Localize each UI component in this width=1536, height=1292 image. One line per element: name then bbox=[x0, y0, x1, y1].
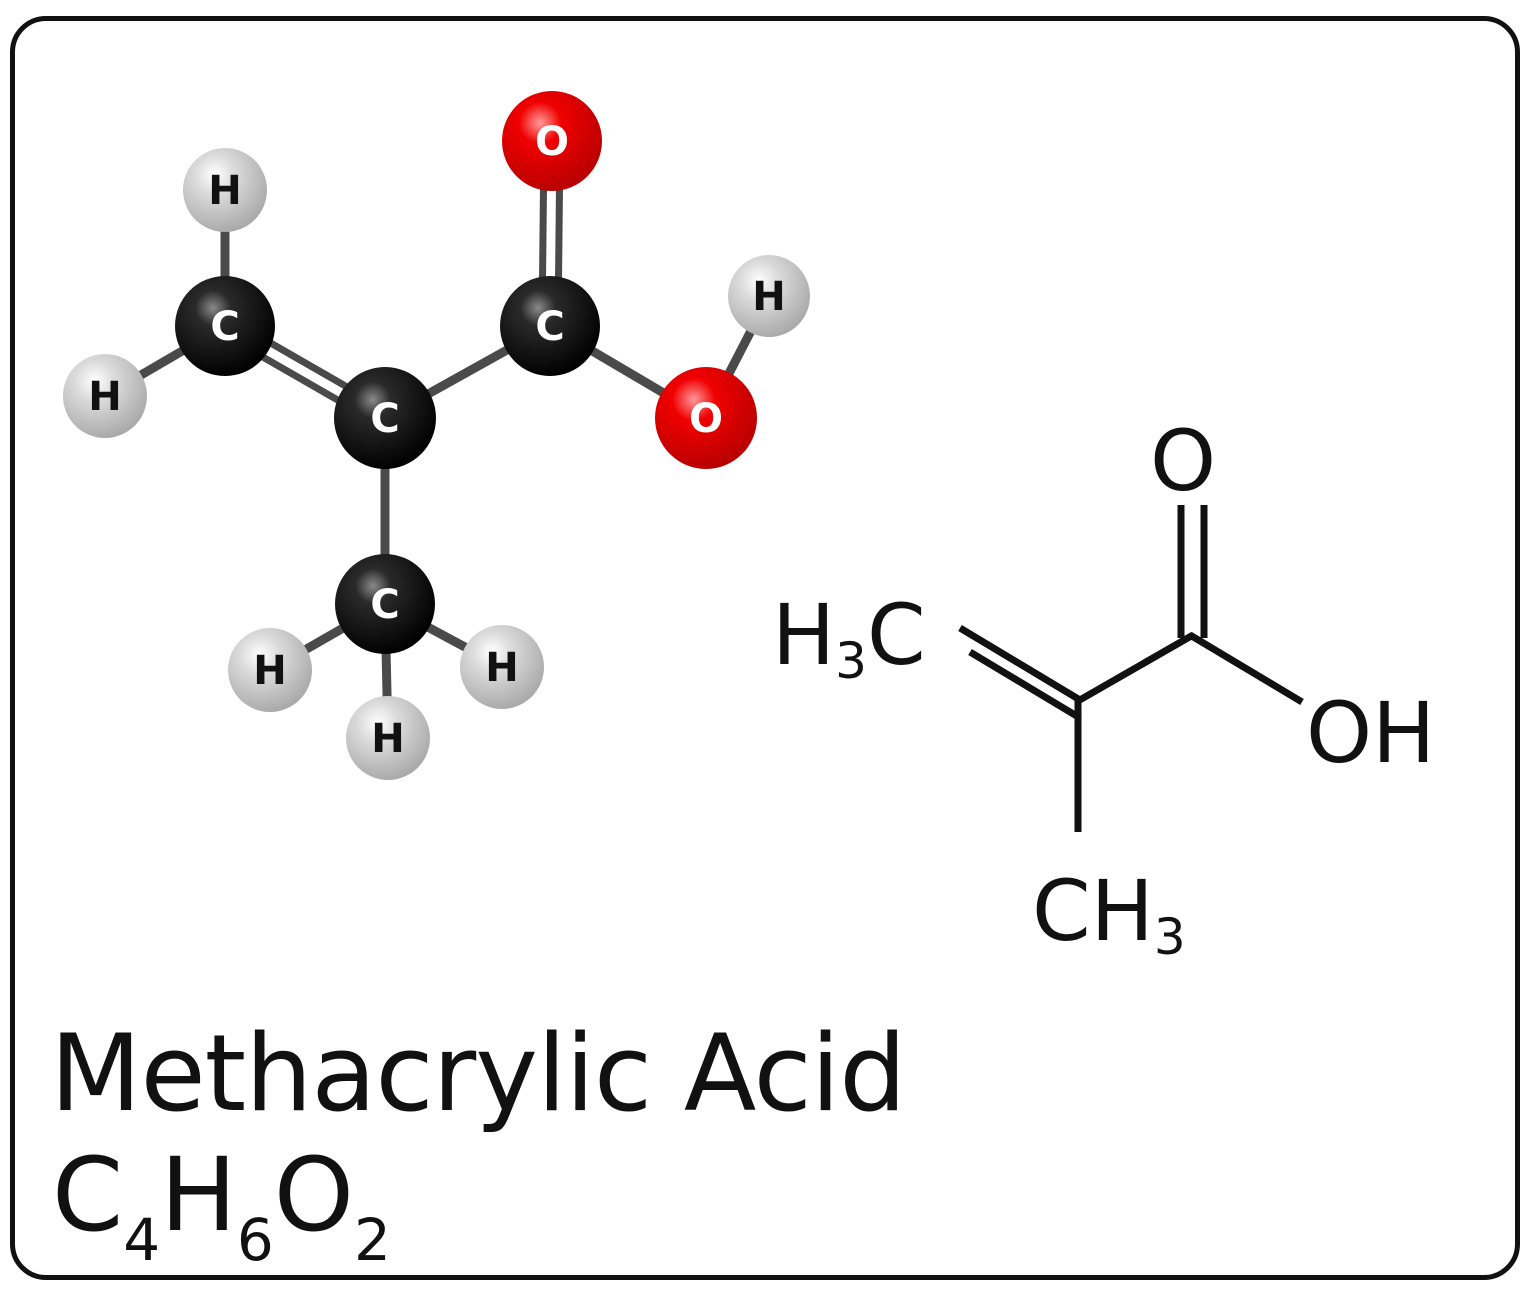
atom-sphere bbox=[346, 696, 430, 780]
molecular-formula: C4H6O2 bbox=[52, 1139, 391, 1272]
atom-label: H bbox=[371, 716, 404, 762]
skeletal-structure bbox=[958, 505, 1304, 832]
atom-h2: H bbox=[63, 354, 147, 438]
atom-label: O bbox=[689, 396, 723, 442]
skeletal-label-ch3: CH3 bbox=[1032, 862, 1186, 966]
ball-model-atoms: H H C C C O O H C H H H bbox=[63, 91, 810, 780]
atom-sphere bbox=[502, 91, 602, 191]
atom-sphere bbox=[183, 148, 267, 232]
atom-h1: H bbox=[183, 148, 267, 232]
atom-h4: H bbox=[228, 628, 312, 712]
skeletal-bond-coh bbox=[1188, 631, 1304, 706]
skeletal-bond-double-a bbox=[958, 624, 1082, 704]
skeletal-bond-double-b bbox=[968, 648, 1082, 722]
atom-h5: H bbox=[460, 625, 544, 709]
skeletal-label-oh: OH bbox=[1306, 684, 1435, 782]
formula-element: O bbox=[273, 1136, 355, 1255]
skeletal-bond-cc bbox=[1076, 631, 1195, 705]
atom-sphere bbox=[334, 367, 436, 469]
atom-sphere bbox=[500, 276, 600, 376]
atom-h6: H bbox=[346, 696, 430, 780]
formula-element: H bbox=[160, 1136, 237, 1255]
atom-c1: C bbox=[175, 276, 275, 376]
atom-label: C bbox=[370, 582, 399, 628]
atom-c3: C bbox=[500, 276, 600, 376]
formula-subscript: 4 bbox=[123, 1206, 161, 1274]
formula-element: C bbox=[52, 1136, 124, 1255]
formula-subscript: 6 bbox=[236, 1206, 274, 1274]
atom-sphere bbox=[175, 276, 275, 376]
atom-label: C bbox=[535, 304, 564, 350]
atom-sphere bbox=[63, 354, 147, 438]
atom-sphere bbox=[228, 628, 312, 712]
skeletal-label-h3c: H3C bbox=[772, 586, 926, 690]
atom-sphere bbox=[335, 554, 435, 654]
compound-name: Methacrylic Acid bbox=[50, 1012, 906, 1135]
atom-o2: O bbox=[655, 367, 757, 469]
atom-sphere bbox=[460, 625, 544, 709]
atom-sphere bbox=[728, 255, 810, 337]
atom-label: H bbox=[485, 645, 518, 691]
formula-subscript: 2 bbox=[354, 1206, 391, 1274]
atom-h3: H bbox=[728, 255, 810, 337]
atom-label: C bbox=[210, 304, 239, 350]
atom-label: H bbox=[752, 274, 785, 320]
atom-label: C bbox=[370, 396, 399, 442]
atom-c2: C bbox=[334, 367, 436, 469]
atom-label: H bbox=[253, 648, 286, 694]
skeletal-label-o: O bbox=[1150, 412, 1216, 510]
atom-label: O bbox=[535, 119, 569, 165]
atom-label: H bbox=[88, 374, 121, 420]
atom-label: H bbox=[208, 168, 241, 214]
atom-c4: C bbox=[335, 554, 435, 654]
atom-o1: O bbox=[502, 91, 602, 191]
atom-sphere bbox=[655, 367, 757, 469]
